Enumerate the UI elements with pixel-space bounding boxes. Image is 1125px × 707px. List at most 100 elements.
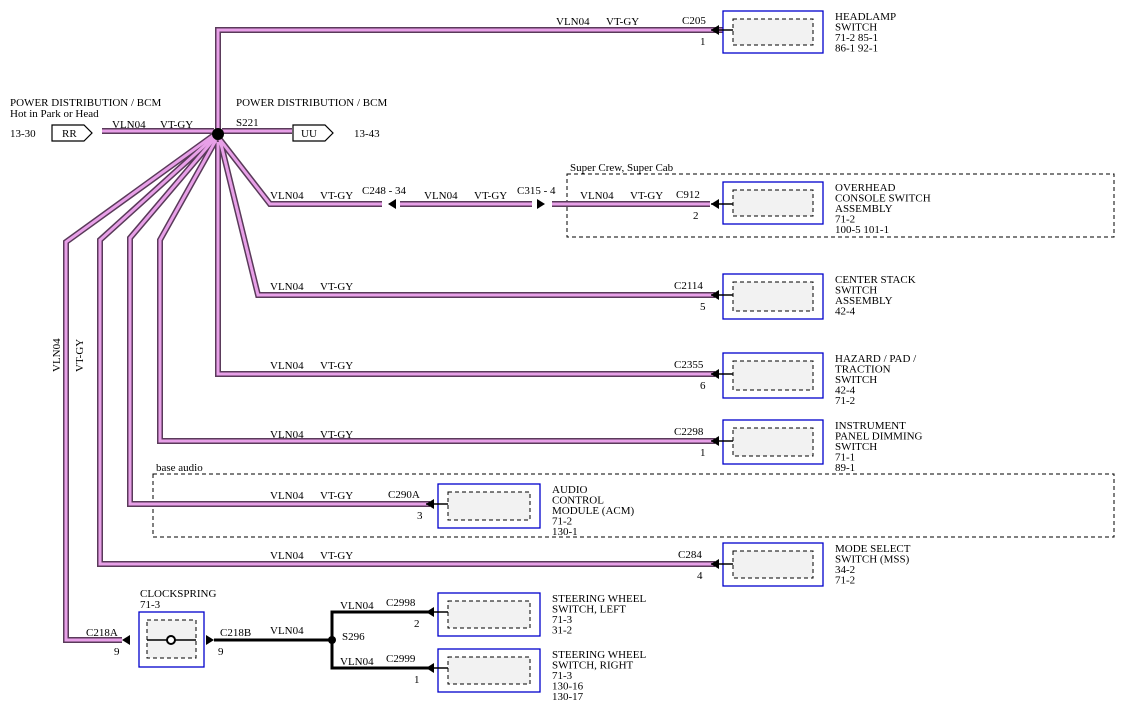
hazard-desc-line: TRACTION (835, 364, 891, 376)
c218a-arrow (122, 635, 130, 645)
clockspring-coil-icon (166, 635, 176, 645)
splice-s221 (212, 128, 224, 140)
sw-left-connector-arrow (426, 607, 434, 617)
sw-right-connector-arrow (426, 663, 434, 673)
center-stack-desc-line: CENTER STACK (835, 274, 916, 286)
wire-label-color-headlamp: VT-GY (606, 16, 639, 28)
dimming-desc-line: PANEL DIMMING (835, 431, 923, 443)
hazard-desc-line: 71-2 (835, 395, 855, 407)
dimming-desc-line: INSTRUMENT (835, 420, 906, 432)
rr-connector (51, 124, 93, 142)
sw-right-desc-line: SWITCH, RIGHT (552, 660, 634, 672)
wire-label-circuit-acm: VLN04 (270, 490, 304, 502)
overhead-desc-line: 71-2 (835, 214, 855, 226)
headlamp-connector-arrow (711, 25, 719, 35)
sw-left-desc-line: 71-3 (552, 614, 573, 626)
wire-center-stack-core (218, 139, 715, 297)
overhead-desc-line: 100-5 101-1 (835, 224, 889, 236)
left-wire-circuit: VLN04 (112, 119, 146, 131)
acm-pin: 3 (417, 510, 423, 522)
c248-arrow (388, 199, 396, 209)
c218b-arrow (206, 635, 214, 645)
left-source-title: POWER DISTRIBUTION / BCM (10, 97, 161, 109)
dimming-desc-line: 89-1 (835, 462, 855, 474)
sw-right-desc-line: 130-17 (552, 691, 584, 703)
sw-right-inner (447, 656, 531, 685)
left-wire-color: VT-GY (160, 119, 193, 131)
c248-label: C248 - 34 (362, 185, 407, 197)
dimming-connector: C2298 (674, 426, 704, 438)
clockspring-out-circuit: VLN04 (270, 625, 304, 637)
hazard-desc-line: HAZARD / PAD / (835, 353, 917, 365)
right-source-title: POWER DISTRIBUTION / BCM (236, 97, 387, 109)
mss-desc-line: 34-2 (835, 564, 855, 576)
overhead-connector-arrow (711, 199, 719, 209)
headlamp-desc-line: 71-2 85-1 (835, 32, 878, 44)
center-stack-desc-line: SWITCH (835, 285, 877, 297)
wire-overhead-a-core (216, 136, 382, 206)
overhead-inner (732, 189, 814, 217)
splice-s296-label: S296 (342, 631, 365, 643)
vertical-circuit-label: VLN04 (51, 338, 63, 372)
c218a-label: C218A (86, 627, 118, 639)
acm-connector: C290A (388, 489, 420, 501)
wire-label-circuit-overhead-c: VLN04 (580, 190, 614, 202)
headlamp-connector: C205 (682, 15, 706, 27)
wire-label-circuit-sw-left: VLN04 (340, 600, 374, 612)
wire-label-circuit-overhead-a: VLN04 (270, 190, 304, 202)
sw-right-pin: 1 (414, 674, 420, 686)
mss-desc-line: 71-2 (835, 575, 855, 587)
headlamp-desc-line: 86-1 92-1 (835, 43, 878, 55)
acm-desc-line: 130-1 (552, 526, 578, 538)
overhead-pin: 2 (693, 210, 699, 222)
sw-left-connector: C2998 (386, 597, 416, 609)
wire-label-circuit-hazard: VLN04 (270, 360, 304, 372)
wire-label-circuit-sw-right: VLN04 (340, 656, 374, 668)
overhead-desc-line: ASSEMBLY (835, 203, 893, 215)
right-source-ref: 13-43 (354, 128, 380, 140)
clockspring-title: CLOCKSPRING (140, 588, 216, 600)
wire-label-circuit-dimming: VLN04 (270, 429, 304, 441)
base-audio-label: base audio (156, 462, 203, 474)
wire-label-circuit-center-stack: VLN04 (270, 281, 304, 293)
c218b-label: C218B (220, 627, 251, 639)
wire-label-circuit-headlamp: VLN04 (556, 16, 590, 28)
dimming-desc-line: SWITCH (835, 441, 877, 453)
center-stack-connector: C2114 (674, 280, 703, 292)
center-stack-desc-line: 42-4 (835, 306, 856, 318)
acm-inner (447, 491, 531, 521)
wire-label-color-overhead-c: VT-GY (630, 190, 663, 202)
headlamp-desc-line: HEADLAMP (835, 11, 896, 23)
sw-left-pin: 2 (414, 618, 420, 630)
uu-connector-label: UU (301, 128, 317, 140)
hazard-connector-arrow (711, 369, 719, 379)
sw-right-desc-line: 71-3 (552, 670, 573, 682)
dimming-pin: 1 (700, 447, 706, 459)
wire-label-color-hazard: VT-GY (320, 360, 353, 372)
acm-desc-line: 71-2 (552, 516, 572, 528)
acm-desc-line: AUDIO (552, 484, 587, 496)
wire-label-color-overhead-a: VT-GY (320, 190, 353, 202)
headlamp-inner (732, 18, 814, 46)
mss-connector-arrow (711, 559, 719, 569)
wire-sw-right (330, 640, 430, 670)
overhead-connector: C912 (676, 189, 700, 201)
sw-left-desc-line: 31-2 (552, 625, 572, 637)
overhead-desc-line: CONSOLE SWITCH (835, 193, 931, 205)
vertical-color-label: VT-GY (74, 339, 86, 372)
wire-sw-left (330, 610, 430, 640)
acm-desc-line: CONTROL (552, 495, 604, 507)
acm-desc-line: MODULE (ACM) (552, 505, 635, 517)
mss-desc-line: MODE SELECT (835, 543, 911, 555)
wire-label-circuit-overhead-b: VLN04 (424, 190, 458, 202)
wire-dimming (157, 138, 715, 444)
wire-headlamp (215, 27, 725, 140)
